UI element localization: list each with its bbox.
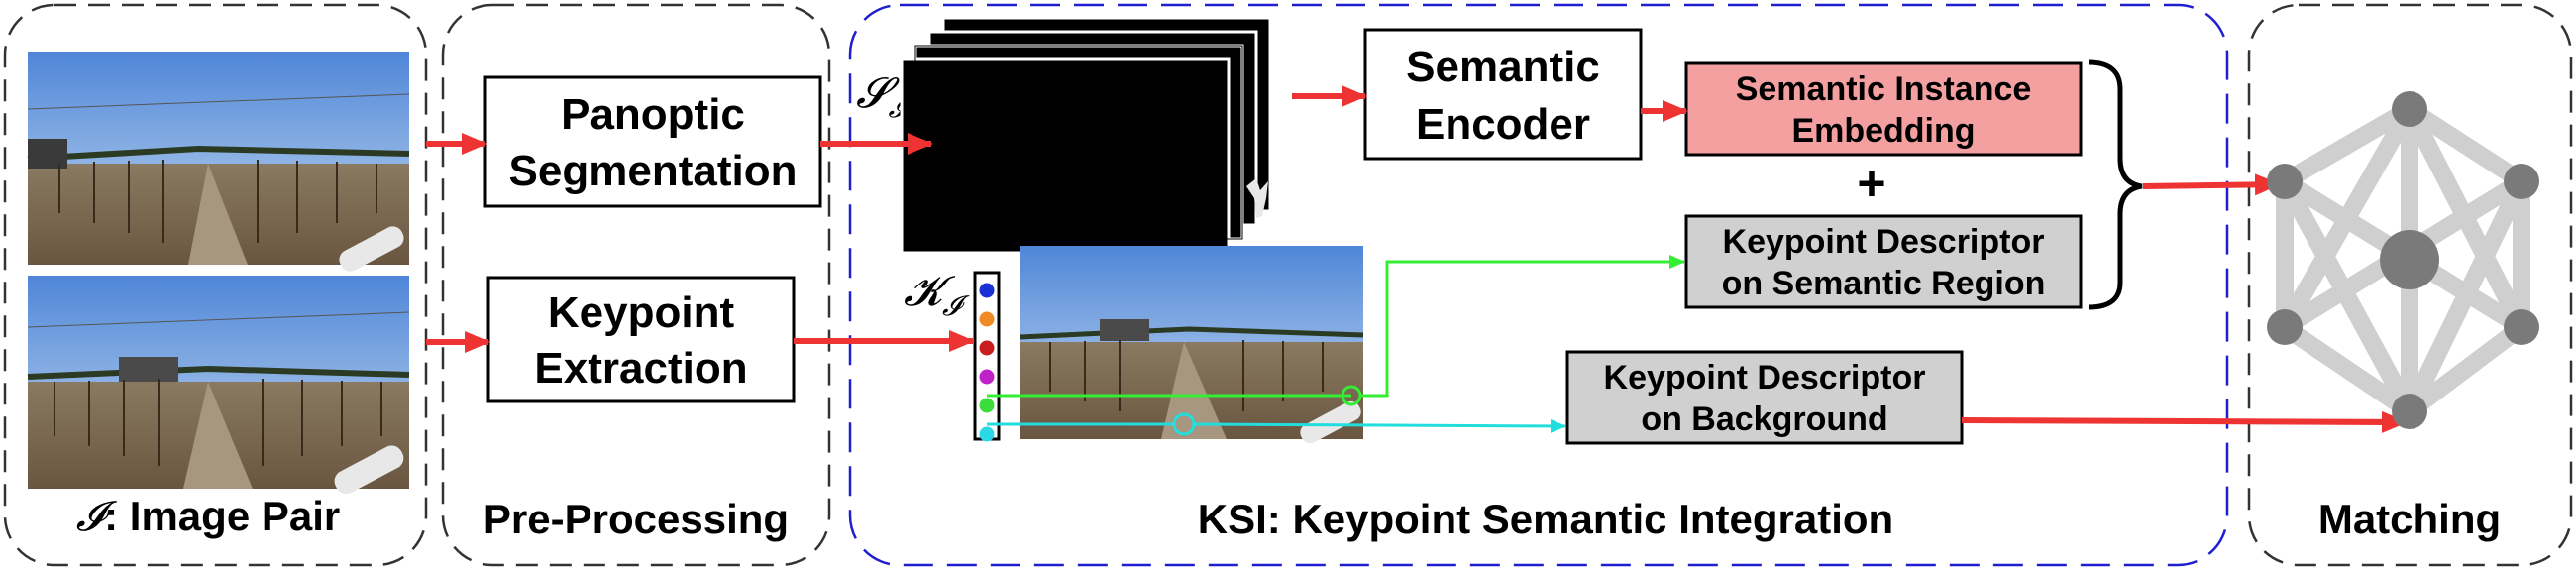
image-pair-label: 𝓘: Image Pair [76, 492, 341, 540]
graph-node [2392, 394, 2427, 429]
semantic-embedding-line1: Semantic Instance [1736, 70, 2032, 108]
keypoint-dots [979, 283, 995, 442]
pre-processing-label: Pre-Processing [483, 496, 789, 542]
keypoint-dot [979, 283, 995, 298]
image-bottom [27, 276, 410, 495]
keypoint-image [1020, 246, 1364, 444]
semantic-encoder-line1: Semantic [1406, 43, 1600, 91]
kp-desc-semantic-line2: on Semantic Region [1722, 265, 2046, 302]
combine-brace [2088, 59, 2143, 310]
image-top [27, 52, 410, 272]
keypoint-descriptor-background-box: Keypoint Descriptor on Background [1565, 350, 1964, 445]
graph-center-node [2380, 230, 2439, 289]
semantic-instance-embedding-box: Semantic Instance Embedding [1684, 61, 2083, 157]
arrow-background-to-graph [1961, 410, 2408, 433]
keypoint-extraction-line2: Extraction [534, 344, 747, 393]
panoptic-line2: Segmentation [509, 147, 798, 195]
background-keypoint-path [987, 412, 1566, 436]
keypoint-dot [979, 369, 995, 385]
graph-node [2504, 164, 2539, 199]
kp-desc-semantic-line1: Keypoint Descriptor [1723, 223, 2045, 261]
keypoint-extraction-line1: Keypoint [548, 288, 735, 337]
graph-node [2267, 164, 2303, 199]
arrow-brace-to-graph [2142, 173, 2281, 196]
keypoint-dot [979, 426, 995, 442]
keypoint-extraction-box: Keypoint Extraction [486, 276, 796, 403]
panoptic-segmentation-box: Panoptic Segmentation [483, 75, 822, 208]
keypoint-dot [979, 311, 995, 327]
graph-node [2392, 91, 2427, 127]
segmentation-mask-object [1246, 178, 1268, 218]
plus-sign: + [1857, 156, 1885, 211]
image-pair-section [3, 3, 428, 567]
kp-desc-background-line2: on Background [1641, 400, 1887, 438]
semantic-keypoint-path [987, 255, 1685, 406]
graph-node [2267, 309, 2303, 345]
kp-desc-background-line1: Keypoint Descriptor [1604, 359, 1926, 397]
ksi-label: KSI: Keypoint Semantic Integration [1198, 496, 1893, 542]
matching-label: Matching [2318, 496, 2501, 542]
keypoint-dot [979, 398, 995, 413]
segmentation-mask-stack [900, 16, 1272, 255]
pre-processing-section [441, 3, 831, 567]
keypoint-dot [979, 340, 995, 356]
keypoint-descriptor-semantic-box: Keypoint Descriptor on Semantic Region [1684, 214, 2083, 309]
keypoint-set-symbol: 𝓚𝓘 [904, 267, 970, 322]
semantic-encoder-line2: Encoder [1416, 100, 1590, 149]
ksi-section [848, 3, 2229, 567]
matching-section [2247, 3, 2573, 567]
matching-graph [2267, 91, 2539, 429]
semantic-encoder-box: Semantic Encoder [1363, 28, 1643, 161]
panoptic-line1: Panoptic [561, 90, 745, 139]
semantic-embedding-line2: Embedding [1791, 112, 1975, 150]
graph-node [2504, 309, 2539, 345]
